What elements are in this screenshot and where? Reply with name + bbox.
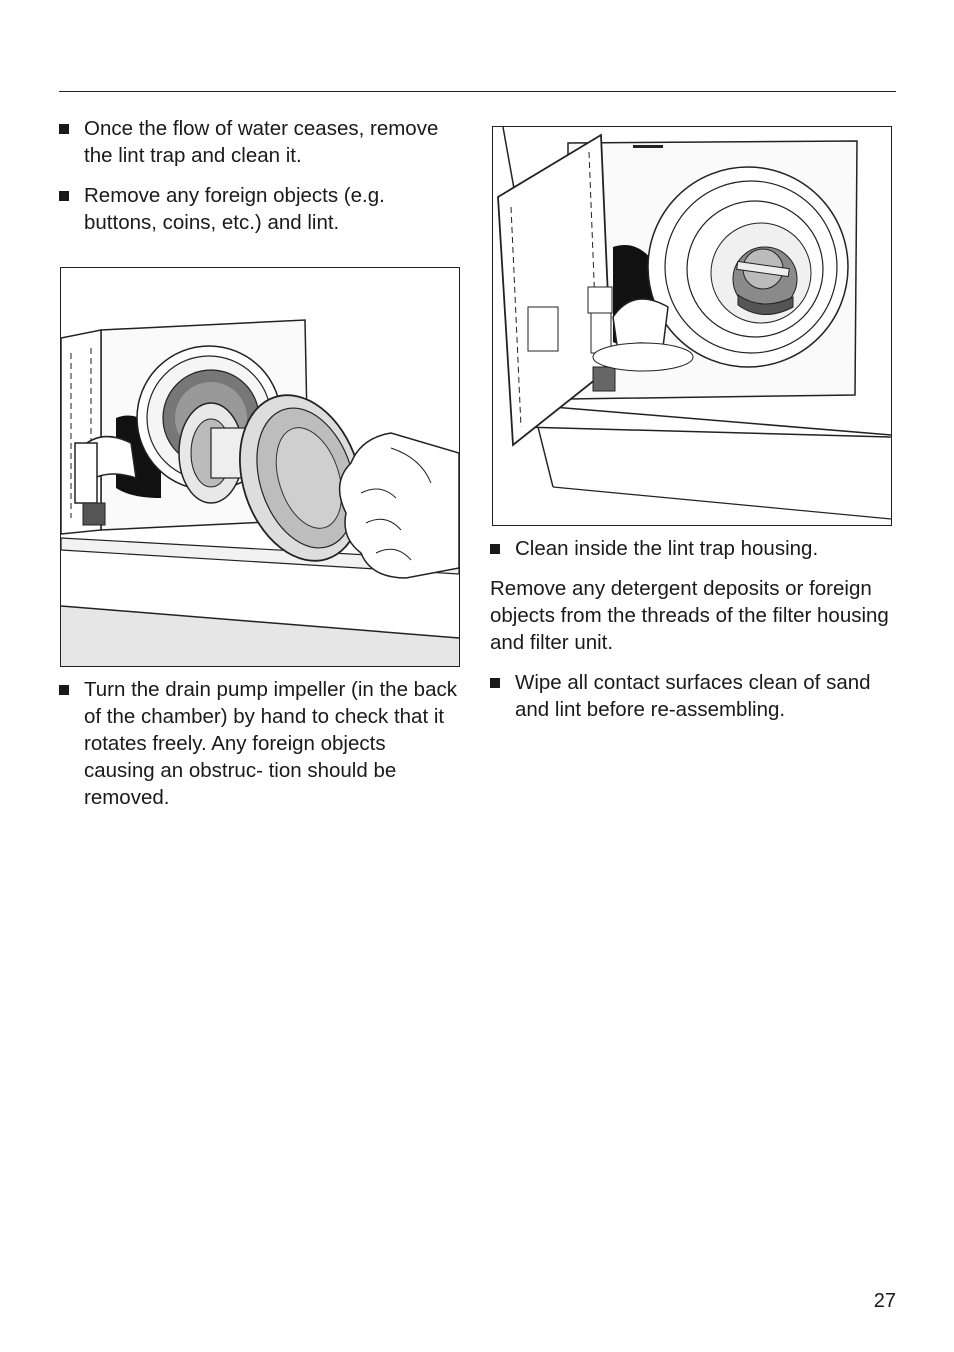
bullet-text: Wipe all contact surfaces clean of sand … xyxy=(515,671,871,721)
left-column-bottom: Turn the drain pump impeller (in the bac… xyxy=(59,676,459,811)
bullet-item: Once the flow of water ceases, remove th… xyxy=(59,115,459,169)
bullet-item: Clean inside the lint trap housing. xyxy=(490,535,900,562)
right-column-text: Clean inside the lint trap housing. Remo… xyxy=(490,535,900,723)
bullet-square-icon xyxy=(490,544,500,554)
bullet-square-icon xyxy=(59,685,69,695)
bullet-square-icon xyxy=(59,124,69,134)
bullet-text: Turn the drain pump impeller (in the bac… xyxy=(84,678,457,809)
bullet-text: Once the flow of water ceases, remove th… xyxy=(84,117,439,167)
bullet-square-icon xyxy=(59,191,69,201)
bullet-square-icon xyxy=(490,678,500,688)
bullet-text: Remove any foreign objects (e.g. buttons… xyxy=(84,184,385,234)
bullet-item: Turn the drain pump impeller (in the bac… xyxy=(59,676,459,811)
bullet-item: Remove any foreign objects (e.g. buttons… xyxy=(59,182,459,236)
left-column-top: Once the flow of water ceases, remove th… xyxy=(59,115,459,236)
figure-remove-lint-trap xyxy=(60,267,460,667)
page-number: 27 xyxy=(873,1290,896,1312)
lint-trap-removal-illustration xyxy=(61,319,459,666)
bullet-item: Wipe all contact surfaces clean of sand … xyxy=(490,669,900,723)
header-rule xyxy=(59,91,896,92)
instruction-paragraph: Remove any detergent deposits or foreign… xyxy=(490,577,889,654)
lint-trap-housing-illustration xyxy=(493,127,891,525)
bullet-text: Clean inside the lint trap housing. xyxy=(515,537,819,560)
figure-lint-trap-housing xyxy=(492,126,892,526)
